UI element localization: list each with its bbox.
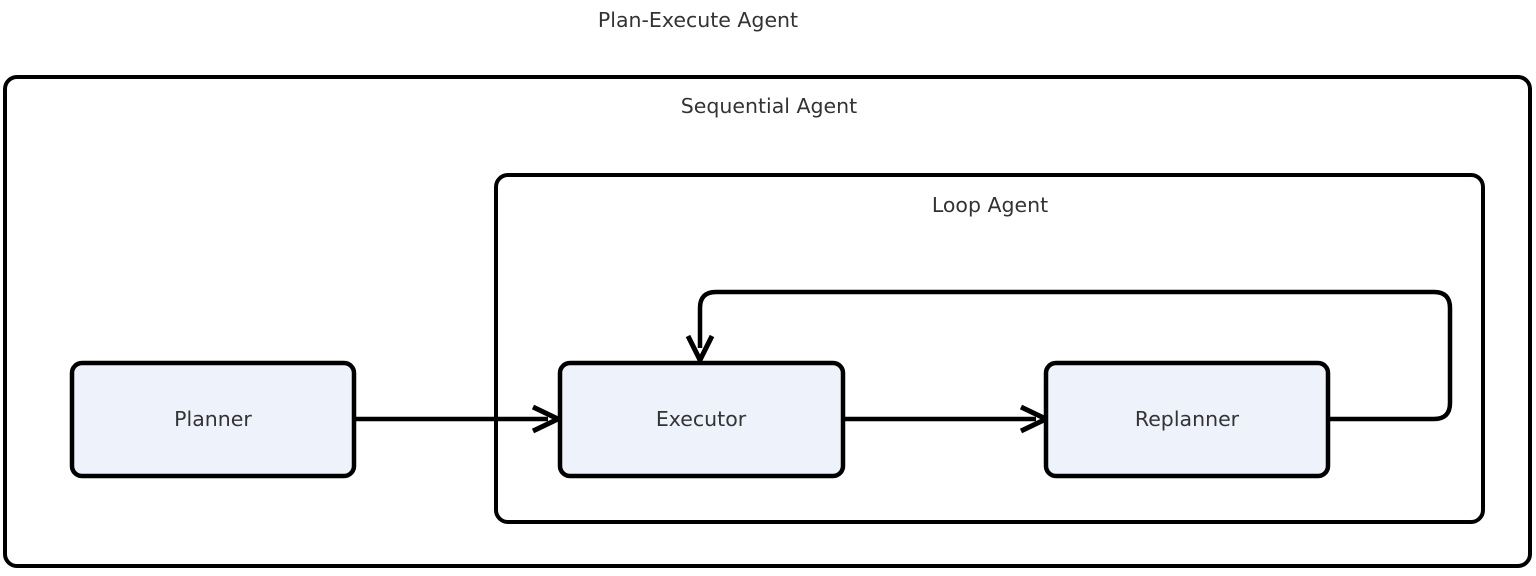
edge-replanner-to-executor	[697, 289, 1453, 422]
group-label-loop-agent: Loop Agent	[932, 193, 1048, 217]
node-label-executor: Executor	[656, 407, 747, 431]
node-label-planner: Planner	[174, 407, 252, 431]
diagram-title: Plan-Execute Agent	[598, 8, 798, 32]
node-replanner[interactable]	[1043, 360, 1331, 479]
node-label-replanner: Replanner	[1135, 407, 1240, 431]
node-planner[interactable]	[69, 360, 357, 479]
group-label-sequential-agent: Sequential Agent	[681, 94, 857, 118]
edge-replanner-to-executor-arrowhead	[685, 334, 715, 366]
node-executor[interactable]	[557, 360, 846, 479]
